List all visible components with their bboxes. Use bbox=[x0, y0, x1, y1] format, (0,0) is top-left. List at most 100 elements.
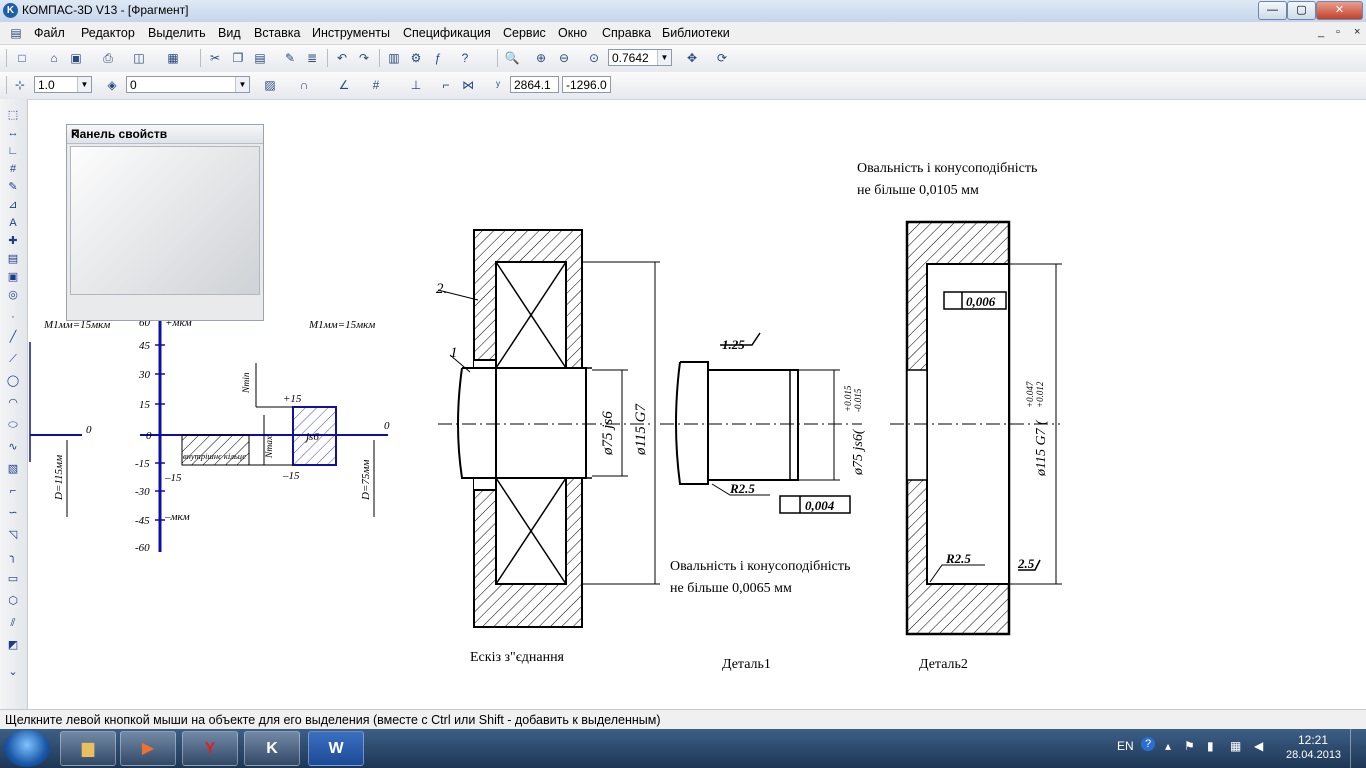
equidistant-icon[interactable]: ⫽ bbox=[10, 617, 16, 629]
flag-icon[interactable]: ⚑ bbox=[1184, 739, 1195, 753]
chamfer-icon[interactable]: ◹ bbox=[8, 529, 18, 541]
hatch-icon[interactable]: ▧ bbox=[7, 463, 19, 475]
open-folder-icon[interactable]: ⌂ bbox=[50, 51, 58, 65]
eraser-icon[interactable]: ▨ bbox=[264, 78, 276, 92]
properties-icon[interactable]: ≣ bbox=[306, 51, 318, 65]
menu-file[interactable]: Файл bbox=[34, 26, 65, 40]
title-bar[interactable]: K КОМПАС-3D V13 - [Фрагмент] — ▢ ✕ bbox=[0, 0, 1366, 23]
tree-icon[interactable]: ▥ bbox=[388, 51, 400, 65]
chevron-down-icon[interactable]: ▼ bbox=[77, 77, 91, 92]
menu-view[interactable]: Вид bbox=[218, 26, 241, 40]
manager-icon[interactable]: ▦ bbox=[167, 51, 179, 65]
menu-select[interactable]: Выделить bbox=[148, 26, 206, 40]
report-icon[interactable]: ▤ bbox=[7, 253, 19, 265]
line-icon[interactable]: ╱ bbox=[9, 331, 17, 343]
zoom-scale-icon[interactable]: ⊙ bbox=[588, 51, 600, 65]
arc-icon[interactable]: ◠ bbox=[8, 397, 18, 409]
zoom-combo[interactable]: 0.7642 ▼ bbox=[608, 49, 672, 66]
mdi-close-button[interactable]: × bbox=[1354, 26, 1361, 38]
format-brush-icon[interactable]: ✎ bbox=[284, 51, 296, 65]
snap-mode-icon[interactable]: ⋈ bbox=[462, 78, 474, 92]
spec-icon[interactable]: ✚ bbox=[8, 235, 18, 247]
circle-icon[interactable]: ◯ bbox=[6, 375, 20, 387]
variables-icon[interactable]: ⚙ bbox=[410, 51, 422, 65]
language-indicator[interactable]: EN bbox=[1117, 739, 1134, 753]
redo-icon[interactable]: ↷ bbox=[358, 51, 370, 65]
ortho-icon[interactable]: ∠ bbox=[338, 78, 350, 92]
chevron-down-icon[interactable]: ▼ bbox=[235, 77, 249, 92]
clock-date[interactable]: 28.04.2013 bbox=[1286, 749, 1342, 761]
menu-specification[interactable]: Спецификация bbox=[403, 26, 491, 40]
zoom-out-icon[interactable]: ⊖ bbox=[558, 51, 570, 65]
chevron-down-icon[interactable]: ▼ bbox=[657, 50, 671, 65]
copy-icon[interactable]: ❐ bbox=[232, 51, 244, 65]
new-file-icon[interactable]: □ bbox=[18, 51, 26, 65]
yandex-browser-icon[interactable]: Y bbox=[182, 731, 238, 766]
local-cs-icon[interactable]: ⊥ bbox=[410, 78, 422, 92]
preview-icon[interactable]: ◫ bbox=[133, 51, 145, 65]
close-button[interactable]: ✕ bbox=[1316, 1, 1363, 20]
function-icon[interactable]: ƒ bbox=[434, 51, 442, 65]
insert-icon[interactable]: ▣ bbox=[7, 271, 19, 283]
zoom-window-icon[interactable]: 🔍 bbox=[504, 51, 520, 65]
properties-panel-header[interactable]: Панель свойств × bbox=[67, 125, 263, 144]
menu-insert[interactable]: Вставка bbox=[254, 26, 301, 40]
drawing-canvas[interactable]: M1мм=15мкм M1мм=15мкм 60 +мкм 45 30 15 0… bbox=[28, 100, 1366, 708]
spline-icon[interactable]: ∿ bbox=[8, 441, 18, 453]
grid-icon[interactable]: # bbox=[372, 78, 380, 92]
dimensions-icon[interactable]: ↔ bbox=[7, 127, 19, 139]
undo-icon[interactable]: ↶ bbox=[336, 51, 348, 65]
mdi-minimize-button[interactable]: _ bbox=[1318, 26, 1325, 38]
refresh-icon[interactable]: ⟳ bbox=[716, 51, 728, 65]
menu-service[interactable]: Сервис bbox=[503, 26, 546, 40]
minimize-button[interactable]: — bbox=[1258, 1, 1287, 20]
geometry-icon[interactable]: ⬚ bbox=[7, 109, 19, 121]
designations-icon[interactable]: ∟ bbox=[7, 145, 19, 157]
select-icon[interactable]: A bbox=[9, 217, 17, 229]
layer-icon[interactable]: ◈ bbox=[107, 78, 117, 92]
edit-icon[interactable]: # bbox=[9, 163, 17, 175]
kompas-icon[interactable]: K bbox=[244, 731, 300, 766]
menu-window[interactable]: Окно bbox=[558, 26, 588, 40]
rectangle-icon[interactable]: ▭ bbox=[7, 573, 19, 585]
cut-icon[interactable]: ✂ bbox=[209, 51, 221, 65]
contour-icon[interactable]: ◩ bbox=[7, 639, 19, 651]
volume-icon[interactable]: ◀ bbox=[1254, 739, 1264, 753]
word-icon[interactable]: W bbox=[308, 731, 364, 766]
library-icon[interactable]: ◎ bbox=[8, 289, 18, 301]
start-button[interactable] bbox=[4, 730, 50, 767]
tray-arrow-icon[interactable]: ▴ bbox=[1165, 739, 1172, 753]
menu-tools[interactable]: Инструменты bbox=[312, 26, 390, 40]
fillet-icon[interactable]: ╮ bbox=[9, 551, 17, 563]
file-explorer-icon[interactable]: ▆ bbox=[60, 731, 116, 766]
coord-y-field[interactable]: -1296.0 bbox=[562, 76, 611, 93]
point-icon[interactable]: · bbox=[11, 311, 15, 323]
snap-magnet-icon[interactable]: ∩ bbox=[299, 78, 309, 92]
zoom-in-icon[interactable]: ⊕ bbox=[535, 51, 547, 65]
help-icon[interactable]: ? bbox=[1141, 737, 1155, 751]
clock-time[interactable]: 12:21 bbox=[1298, 733, 1329, 747]
network-icon[interactable]: ▦ bbox=[1230, 739, 1242, 753]
collapse-icon[interactable]: ⌄ bbox=[8, 666, 18, 678]
measure-icon[interactable]: ⊿ bbox=[8, 199, 18, 211]
close-icon[interactable]: × bbox=[71, 127, 79, 141]
menu-libraries[interactable]: Библиотеки bbox=[662, 26, 730, 40]
coord-x-field[interactable]: 2864.1 bbox=[510, 76, 559, 93]
ortho-mode-icon[interactable]: ⌐ bbox=[442, 78, 450, 92]
menu-help[interactable]: Справка bbox=[602, 26, 652, 40]
bezier-icon[interactable]: ∽ bbox=[8, 507, 18, 519]
segment-icon[interactable]: ⟋ bbox=[9, 353, 17, 365]
restore-button[interactable]: ▢ bbox=[1287, 1, 1316, 20]
mdi-restore-button[interactable]: ▫ bbox=[1336, 26, 1340, 38]
layer-combo[interactable]: 0 ▼ bbox=[126, 76, 250, 93]
document-icon[interactable]: ▤ bbox=[10, 26, 22, 40]
show-desktop-button[interactable] bbox=[1350, 729, 1366, 768]
power-icon[interactable]: ▮ bbox=[1207, 739, 1214, 753]
cursor-step-icon[interactable]: ⊹ bbox=[14, 78, 26, 92]
step-combo[interactable]: 1.0 ▼ bbox=[34, 76, 92, 93]
pan-icon[interactable]: ✥ bbox=[686, 51, 698, 65]
media-player-icon[interactable]: ▶ bbox=[120, 731, 176, 766]
print-icon[interactable]: ⎙ bbox=[103, 51, 113, 65]
menu-editor[interactable]: Редактор bbox=[81, 26, 135, 40]
save-icon[interactable]: ▣ bbox=[70, 51, 82, 65]
